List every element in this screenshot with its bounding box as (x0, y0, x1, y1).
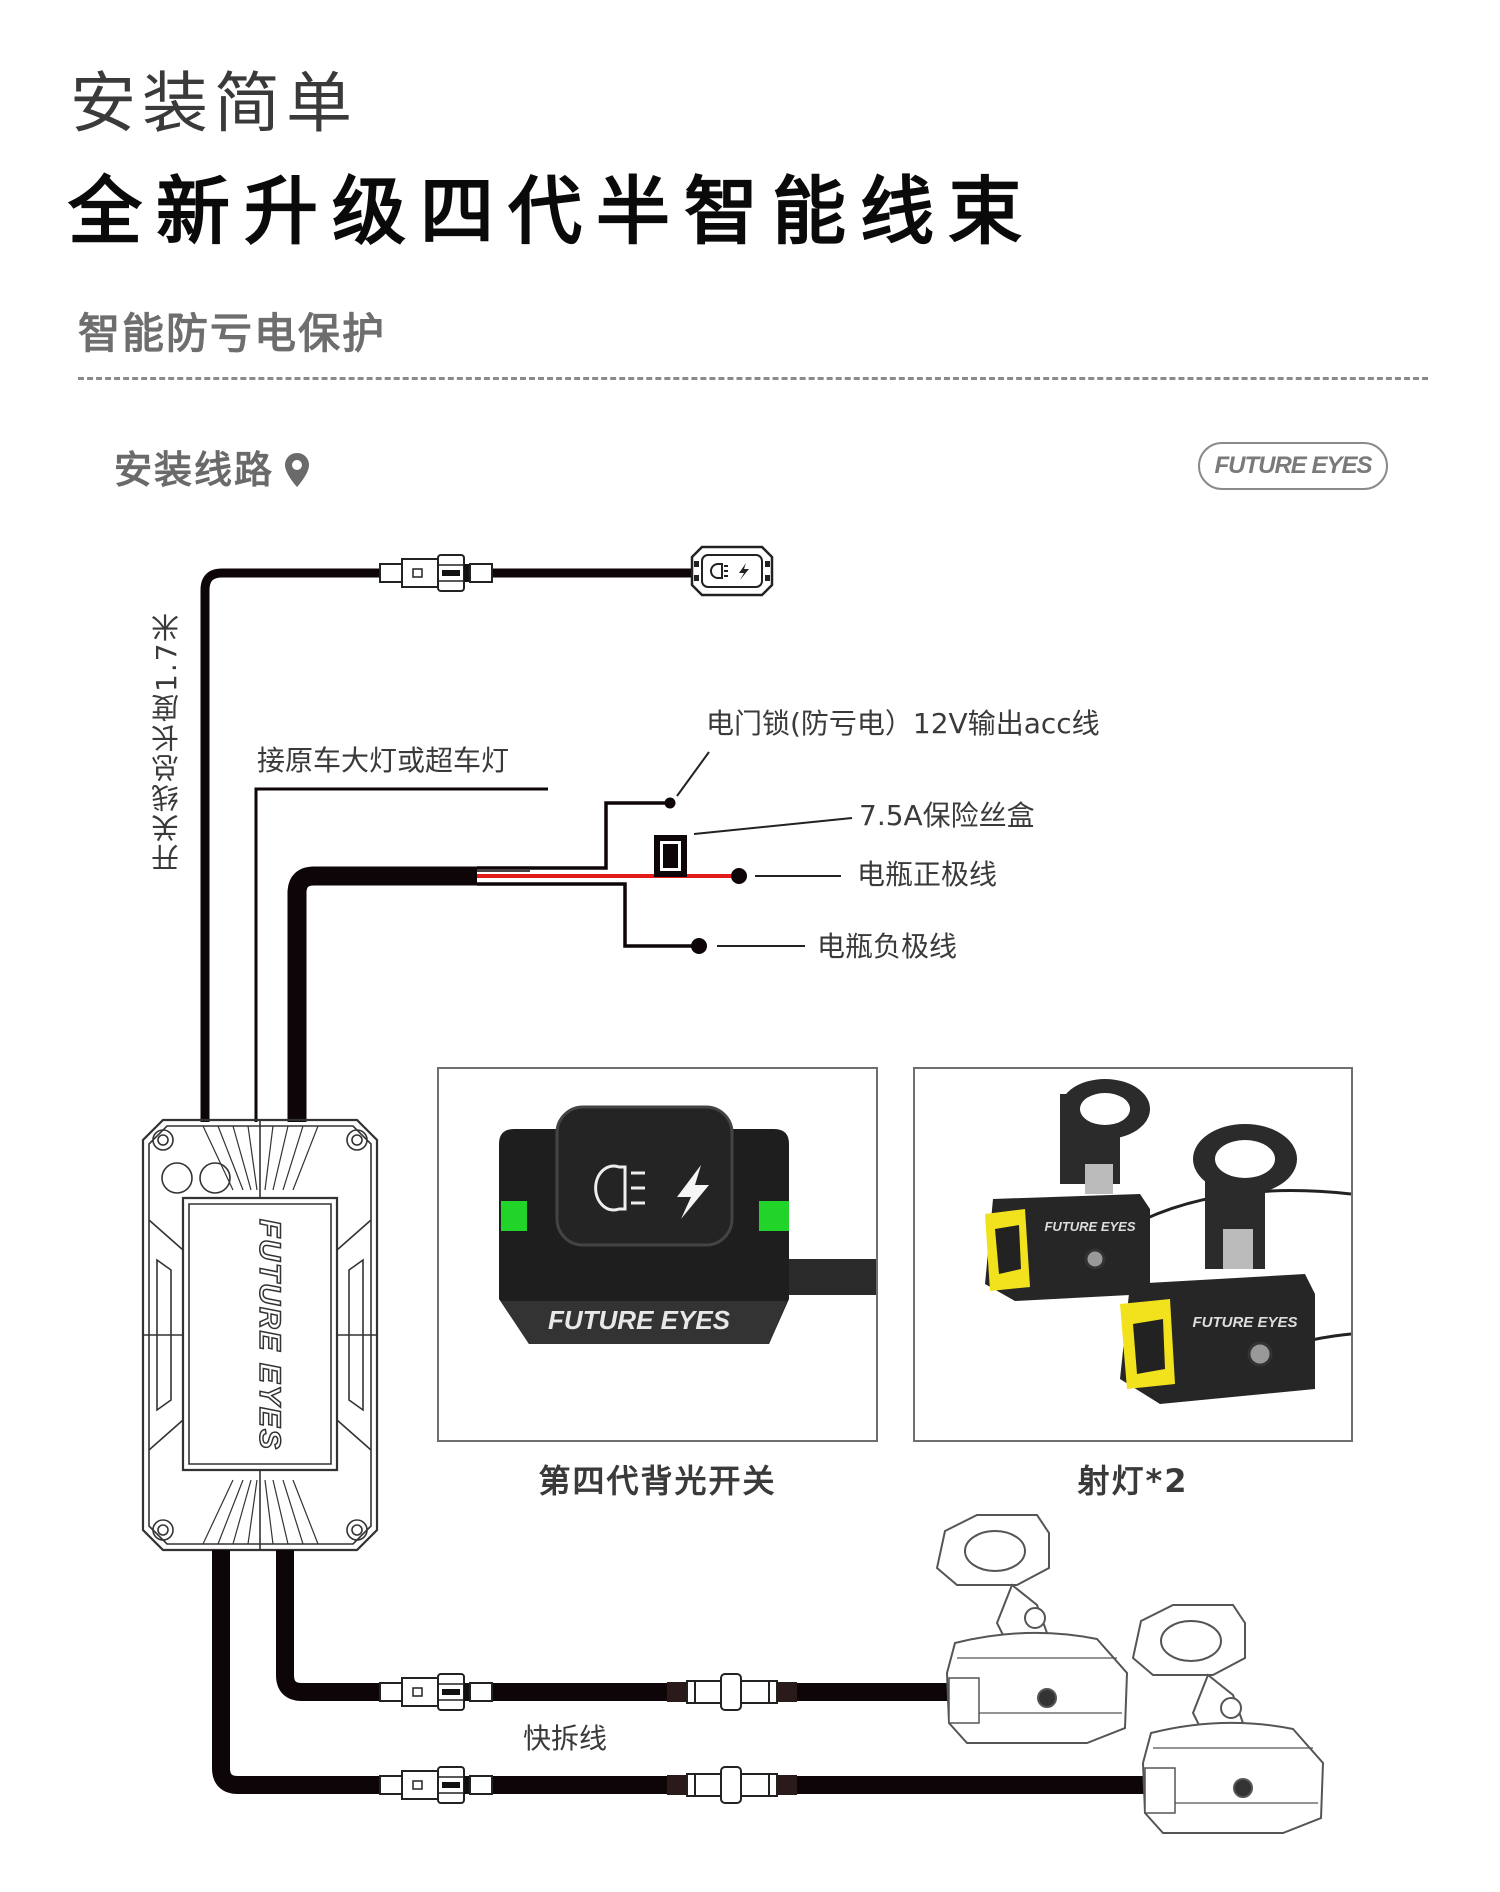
switch-cable (200, 568, 692, 1122)
battery-negative-wire (477, 882, 699, 948)
title-install-easy: 安装简单 (70, 65, 358, 142)
quick-release-connector-2 (666, 1766, 798, 1804)
spotlight-lineart-1 (935, 1514, 1129, 1744)
spotlights-illustration: FUTURE EYES FUTURE EYES (985, 1079, 1352, 1404)
title-harness-upgrade: 全新升级四代半智能线束 (68, 169, 1036, 255)
acc-leader (676, 751, 710, 797)
lamp-1-brand-text: FUTURE EYES (1044, 1219, 1135, 1234)
battery-positive-terminal (731, 868, 747, 884)
location-pin-icon (285, 453, 310, 487)
left-led (501, 1201, 527, 1231)
lamp-2-brand-text: FUTURE EYES (1192, 1314, 1297, 1331)
controller-brand-text: FUTURE EYES (253, 1219, 286, 1451)
product-image-spotlights: FUTURE EYES FUTURE EYES (913, 1067, 1353, 1442)
caption-switch: 第四代背光开关 (538, 1462, 777, 1500)
light-cable-1-connector (379, 1673, 493, 1711)
spotlight-lineart-2 (1131, 1604, 1325, 1834)
light-cable-2 (212, 1550, 1150, 1794)
power-cable (287, 866, 477, 1122)
acc-label: 电门锁(防亏电）12V输出acc线 (706, 707, 1100, 740)
backlight-switch-mini-icon (690, 545, 774, 597)
battery-negative-terminal (691, 938, 707, 954)
caption-spotlights: 射灯*2 (1077, 1462, 1189, 1500)
acc-terminal (664, 797, 676, 809)
section-label: 安装线路 (114, 448, 275, 492)
quick-release-label: 快拆线 (523, 1722, 608, 1755)
product-image-switch: FUTURE EYES (437, 1067, 878, 1442)
headlight-tap-label: 接原车大灯或超车灯 (257, 744, 510, 777)
section-install-route: 安装线路 (114, 446, 310, 494)
quick-release-connector-1 (666, 1673, 798, 1711)
fuse-leader (693, 817, 853, 835)
fuse-label: 7.5A保险丝盒 (859, 799, 1035, 832)
switch-cable-length-label: 开关线总长度1.7米 (150, 611, 183, 872)
switch-cable-connector (379, 554, 493, 592)
subtitle-smart-protection: 智能防亏电保护 (78, 309, 387, 358)
headlight-icon (594, 1164, 627, 1212)
battery-positive-label: 电瓶正极线 (857, 858, 998, 891)
brand-logo: FUTURE EYES (1198, 442, 1388, 490)
right-led (759, 1201, 789, 1231)
dashed-divider (78, 377, 1428, 380)
battery-negative-label: 电瓶负极线 (817, 930, 958, 963)
switch-brand-text: FUTURE EYES (548, 1305, 731, 1335)
light-cable-2-connector (379, 1766, 493, 1804)
acc-wire (477, 801, 670, 870)
light-cable-1 (276, 1550, 950, 1701)
lightning-icon (677, 1165, 709, 1219)
controller-module (141, 1118, 379, 1552)
headlight-tap-wire (254, 787, 548, 1122)
backlit-switch-illustration: FUTURE EYES (499, 1105, 876, 1344)
